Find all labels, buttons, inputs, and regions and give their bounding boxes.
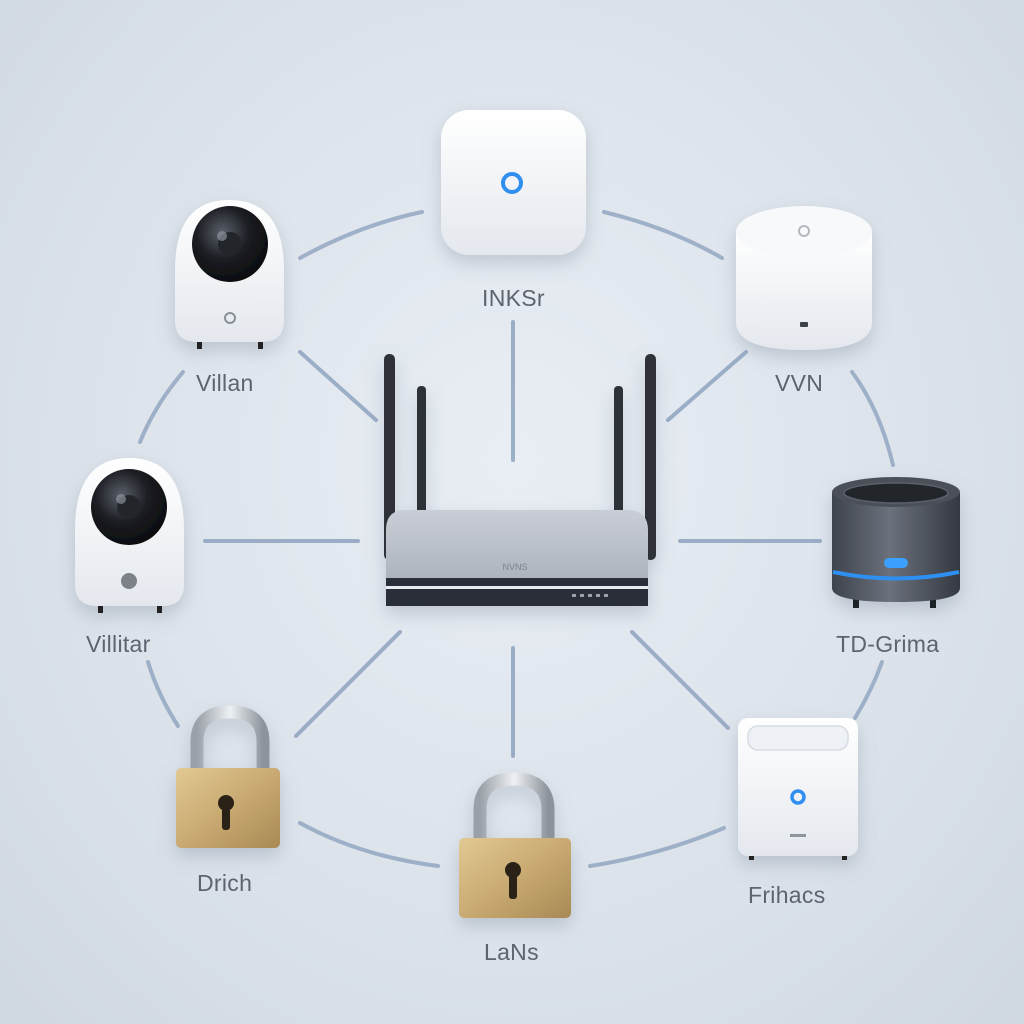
- hub-label: INKSr: [482, 285, 545, 311]
- hub-status-ring-icon: [501, 172, 523, 194]
- spoke-top-right: [666, 350, 748, 422]
- camera-foot: [197, 340, 202, 349]
- speaker-port-icon: [800, 322, 808, 327]
- cube-status-ring-icon: [790, 789, 806, 805]
- antenna-3: [614, 386, 623, 514]
- antenna-1: [384, 354, 395, 560]
- router-trim: [386, 586, 648, 589]
- antenna-2: [417, 386, 426, 514]
- arc-top-left: [298, 210, 424, 260]
- speaker-top-right-label: VVN: [775, 370, 824, 396]
- speaker-foot: [930, 598, 936, 608]
- speaker-light-band: [832, 570, 960, 581]
- router-brand: NVNS: [502, 562, 527, 572]
- padlock-shackle-icon: [473, 772, 555, 842]
- cube-bottom-right-device: [738, 718, 858, 860]
- camera-foot: [98, 604, 103, 613]
- keyhole-icon: [218, 795, 234, 811]
- padlock-shackle-icon: [190, 705, 270, 772]
- speaker-right-device: [832, 477, 960, 608]
- router: NVNS: [384, 354, 656, 606]
- padlock-bottom-label: LaNs: [484, 939, 539, 965]
- router-top-surface: [386, 510, 648, 578]
- camera-top-left-device: [175, 200, 284, 349]
- arc-bottom-right: [588, 826, 726, 868]
- camera-left-device: [75, 458, 184, 613]
- padlock-bottom-left-label: Drich: [197, 870, 253, 896]
- speaker-foot: [853, 598, 859, 608]
- padlock-bottom-left-device: [176, 705, 280, 848]
- arc-right-upper: [850, 370, 895, 467]
- camera-foot: [157, 604, 162, 613]
- spoke-bottom-left: [294, 630, 402, 738]
- arc-left-lower: [146, 660, 180, 728]
- cube-port-icon: [790, 834, 806, 837]
- spoke-bottom-right: [630, 630, 730, 730]
- router-front: [386, 578, 648, 606]
- speaker-grille-icon: [843, 482, 949, 504]
- speaker-right-label: TD-Grima: [836, 631, 940, 657]
- camera-indicator-icon: [224, 312, 236, 324]
- speaker-top-right-device: [736, 206, 872, 350]
- router-antennas: [384, 354, 656, 560]
- arc-top-right: [602, 210, 724, 260]
- antenna-4: [645, 354, 656, 560]
- camera-top-left-label: Villan: [196, 370, 254, 396]
- outer-ring-connectors: [138, 210, 895, 868]
- camera-indicator-icon: [121, 573, 137, 589]
- arc-right-lower: [853, 660, 884, 720]
- camera-foot: [258, 340, 263, 349]
- cube-bottom-right-label: Frihacs: [748, 882, 826, 908]
- router-leds: [572, 594, 608, 597]
- keyhole-icon: [505, 862, 521, 878]
- camera-left-label: Villitar: [86, 631, 151, 657]
- padlock-bottom-device: [459, 772, 571, 918]
- arc-left-upper: [138, 370, 185, 444]
- spoke-connectors: [203, 320, 822, 758]
- arc-bottom-left: [298, 821, 440, 868]
- speaker-status-light-icon: [884, 558, 908, 568]
- hub-device: [441, 110, 586, 255]
- speaker-top-ring-icon: [798, 225, 810, 237]
- spoke-top-left: [298, 350, 378, 422]
